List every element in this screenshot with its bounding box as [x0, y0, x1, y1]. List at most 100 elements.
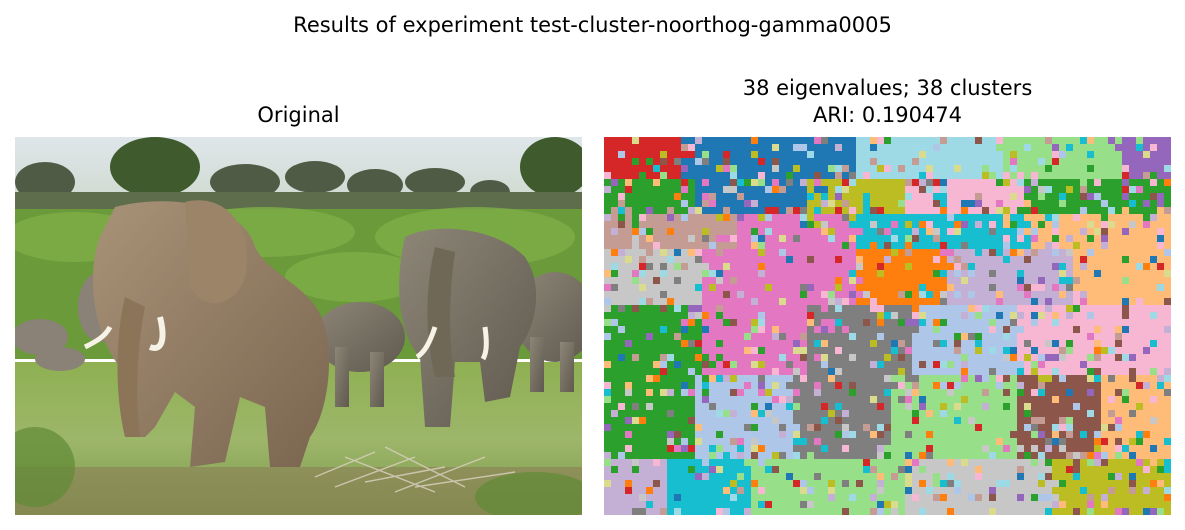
segment-cell [926, 368, 933, 375]
segment-cell [821, 494, 828, 501]
segment-cell [821, 312, 828, 319]
segment-cell [660, 179, 667, 186]
segment-cell [849, 221, 856, 228]
segment-cell [884, 256, 891, 263]
segment-cell [751, 382, 758, 389]
segment-cell [1066, 333, 1073, 340]
segment-cell [632, 452, 639, 459]
segment-cell [1052, 480, 1059, 487]
segment-cell [1024, 284, 1031, 291]
segment-cell [807, 368, 814, 375]
segment-cell [828, 445, 835, 452]
segment-cell [842, 179, 849, 186]
segment-cell [835, 284, 842, 291]
segment-cell [982, 473, 989, 480]
segment-cell [1094, 151, 1101, 158]
segment-cell [821, 165, 828, 172]
segment-cell [877, 298, 884, 305]
segment-cell [716, 508, 723, 515]
segment-cell [1031, 410, 1038, 417]
segment-cell [849, 389, 856, 396]
segment-cell [807, 382, 814, 389]
segment-cell [744, 137, 751, 144]
segment-cell [1073, 396, 1080, 403]
segment-cell [828, 214, 835, 221]
segment-cell [765, 158, 772, 165]
segment-cell [982, 466, 989, 473]
segment-cell [828, 389, 835, 396]
segment-cell [702, 270, 709, 277]
segment-cell [828, 501, 835, 508]
segment-cell [1080, 291, 1087, 298]
segment-cell [954, 508, 961, 515]
segment-cell [849, 256, 856, 263]
segment-cell [1108, 144, 1115, 151]
segment-cell [793, 207, 800, 214]
segment-cell [905, 431, 912, 438]
segment-cell [1017, 375, 1024, 382]
segment-cell [632, 459, 639, 466]
segment-cell [709, 144, 716, 151]
segment-cell [1017, 158, 1024, 165]
segment-cell [1122, 382, 1129, 389]
segment-cell [891, 508, 898, 515]
segment-cell [709, 417, 716, 424]
segment-cell [716, 228, 723, 235]
segment-cell [632, 298, 639, 305]
segment-cell [1031, 347, 1038, 354]
segmentation-panel-title: 38 eigenvalues; 38 clusters ARI: 0.19047… [604, 75, 1171, 129]
segment-cell [681, 459, 688, 466]
segment-cell [1087, 235, 1094, 242]
segment-cell [856, 263, 863, 270]
segment-cell [688, 424, 695, 431]
segment-cell [912, 459, 919, 466]
segment-cell [961, 298, 968, 305]
segment-cell [849, 291, 856, 298]
segment-cell [632, 291, 639, 298]
segment-cell [723, 158, 730, 165]
segment-cell [1024, 459, 1031, 466]
segment-cell [982, 480, 989, 487]
segment-cell [877, 186, 884, 193]
segment-cell [849, 277, 856, 284]
segment-cell [1108, 389, 1115, 396]
segment-cell [919, 487, 926, 494]
segment-cell [1115, 144, 1122, 151]
segment-cell [828, 137, 835, 144]
segment-cell [674, 368, 681, 375]
segment-cell [653, 347, 660, 354]
original-panel-title: Original [257, 103, 340, 127]
segment-cell [814, 200, 821, 207]
segment-cell [695, 347, 702, 354]
segment-cell [758, 368, 765, 375]
segment-cell [940, 501, 947, 508]
segment-cell [1031, 438, 1038, 445]
segment-cell [898, 480, 905, 487]
segment-cell [1122, 347, 1129, 354]
segment-cell [793, 284, 800, 291]
segment-cell [765, 235, 772, 242]
segment-cell [1143, 137, 1150, 144]
segment-cell [772, 165, 779, 172]
segment-cell [1017, 326, 1024, 333]
segment-cell [772, 501, 779, 508]
segment-cell [660, 207, 667, 214]
segment-cell [646, 235, 653, 242]
segment-cell [632, 347, 639, 354]
segment-cell [975, 361, 982, 368]
segment-cell [1017, 270, 1024, 277]
segment-cell [933, 396, 940, 403]
segment-cell [863, 494, 870, 501]
segment-cell [1101, 438, 1108, 445]
segment-cell [891, 403, 898, 410]
segment-cell [898, 291, 905, 298]
segment-cell [919, 501, 926, 508]
segment-cell [1150, 270, 1157, 277]
segment-cell [814, 186, 821, 193]
segment-cell [940, 494, 947, 501]
segment-cell [975, 263, 982, 270]
segment-cell [1164, 312, 1171, 319]
segment-cell [828, 277, 835, 284]
segment-cell [772, 487, 779, 494]
segment-cell [842, 333, 849, 340]
